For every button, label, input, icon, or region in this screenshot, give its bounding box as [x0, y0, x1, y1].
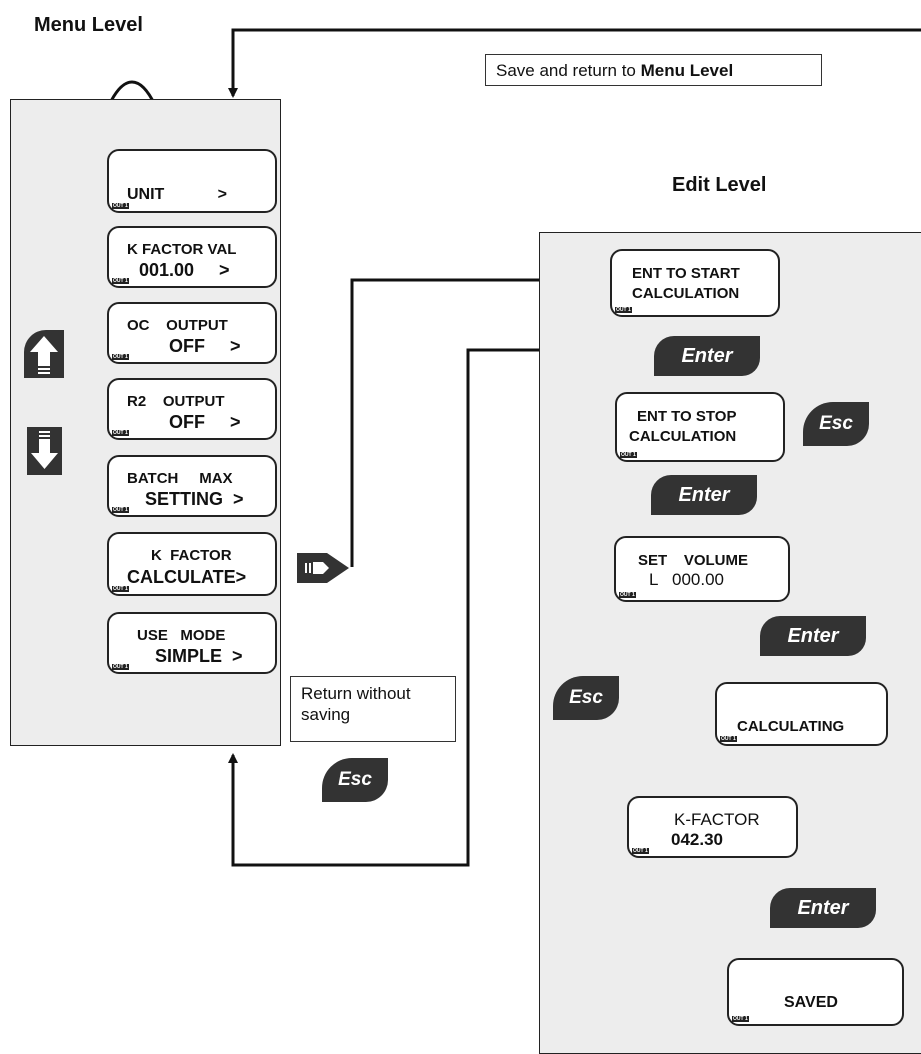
out1-tag: OUT 1	[112, 354, 129, 360]
out1-tag: OUT 1	[112, 430, 129, 436]
out1-tag: OUT 1	[615, 307, 632, 313]
out1-tag: OUT 1	[720, 736, 737, 742]
state-line-1: SAVED	[784, 994, 838, 1011]
state-set-volume: SET VOLUME L 000.00 OUT 1	[614, 536, 790, 602]
menu-item-use-mode[interactable]: USE MODE SIMPLE > OUT 1	[107, 612, 277, 674]
enter-key-3[interactable]: Enter	[760, 616, 866, 656]
state-ent-to-start: ENT TO START CALCULATION OUT 1	[610, 249, 780, 317]
return-without-saving-text: Return without saving	[301, 684, 411, 724]
menu-item-line-1: OC OUTPUT	[127, 317, 228, 334]
menu-item-line-1: BATCH MAX	[127, 470, 233, 487]
menu-item-line-2: SIMPLE >	[155, 646, 243, 666]
up-arrow-icon	[30, 336, 58, 374]
menu-item-line-2: 001.00 >	[139, 260, 230, 280]
menu-item-line-1: R2 OUTPUT	[127, 393, 225, 410]
return-without-saving-note: Return without saving	[290, 676, 456, 742]
state-line-1: CALCULATING	[737, 718, 845, 735]
state-line-1: SET VOLUME	[638, 552, 749, 569]
save-return-note: Save and return to Menu Level	[485, 54, 822, 86]
right-arrow-icon	[297, 553, 349, 583]
down-arrow-button[interactable]	[27, 427, 62, 475]
down-arrow-icon	[31, 431, 58, 469]
enter-key-2[interactable]: Enter	[651, 475, 757, 515]
out1-tag: OUT 1	[619, 592, 636, 598]
enter-key-1[interactable]: Enter	[654, 336, 760, 376]
menu-item-k-factor-calculate[interactable]: K FACTOR CALCULATE> OUT 1	[107, 532, 277, 596]
esc-key-upper[interactable]: Esc	[803, 402, 869, 446]
up-arrow-button[interactable]	[24, 330, 64, 378]
menu-level-heading: Menu Level	[34, 14, 143, 36]
state-ent-to-stop: ENT TO STOP CALCULATION OUT 1	[615, 392, 785, 462]
save-return-note-text: Save and return to	[496, 61, 641, 80]
menu-item-line-2: SETTING >	[145, 489, 244, 509]
out1-tag: OUT 1	[632, 848, 649, 854]
menu-item-line-2: CALCULATE>	[127, 567, 247, 587]
out1-tag: OUT 1	[112, 203, 129, 209]
state-line-1: ENT TO STOP	[637, 408, 737, 425]
menu-item-line-1: USE MODE	[137, 627, 226, 644]
state-saved: SAVED OUT 1	[727, 958, 904, 1026]
menu-item-batch-max[interactable]: BATCH MAX SETTING > OUT 1	[107, 455, 277, 517]
menu-item-line-1: K FACTOR VAL	[127, 241, 237, 258]
out1-tag: OUT 1	[620, 452, 637, 458]
out1-tag: OUT 1	[112, 507, 129, 513]
menu-item-unit[interactable]: UNIT > OUT 1	[107, 149, 277, 213]
state-line-2: CALCULATION	[632, 285, 740, 302]
out1-tag: OUT 1	[112, 278, 129, 284]
state-calculating: CALCULATING OUT 1	[715, 682, 888, 746]
state-line-2: CALCULATION	[629, 428, 737, 445]
menu-item-k-factor-val[interactable]: K FACTOR VAL 001.00 > OUT 1	[107, 226, 277, 288]
enter-key-4[interactable]: Enter	[770, 888, 876, 928]
menu-item-line-2: OFF >	[169, 336, 241, 356]
right-arrow-button[interactable]	[295, 549, 350, 587]
save-return-note-emphasis: Menu Level	[640, 61, 734, 80]
state-line-1: K-FACTOR	[674, 810, 760, 829]
esc-key-return[interactable]: Esc	[322, 758, 388, 802]
state-line-2: L 000.00	[649, 570, 724, 589]
menu-item-line-2: UNIT >	[127, 186, 228, 203]
out1-tag: OUT 1	[112, 586, 129, 592]
state-k-factor: K-FACTOR 042.30 OUT 1	[627, 796, 798, 858]
menu-item-r2-output[interactable]: R2 OUTPUT OFF > OUT 1	[107, 378, 277, 440]
state-line-2: 042.30	[671, 830, 723, 849]
menu-item-line-2: OFF >	[169, 412, 241, 432]
menu-item-oc-output[interactable]: OC OUTPUT OFF > OUT 1	[107, 302, 277, 364]
edit-level-heading: Edit Level	[672, 174, 767, 196]
out1-tag: OUT 1	[112, 664, 129, 670]
out1-tag: OUT 1	[732, 1016, 749, 1022]
esc-key-lower[interactable]: Esc	[553, 676, 619, 720]
state-line-1: ENT TO START	[632, 265, 740, 282]
menu-item-line-1: K FACTOR	[151, 547, 232, 564]
